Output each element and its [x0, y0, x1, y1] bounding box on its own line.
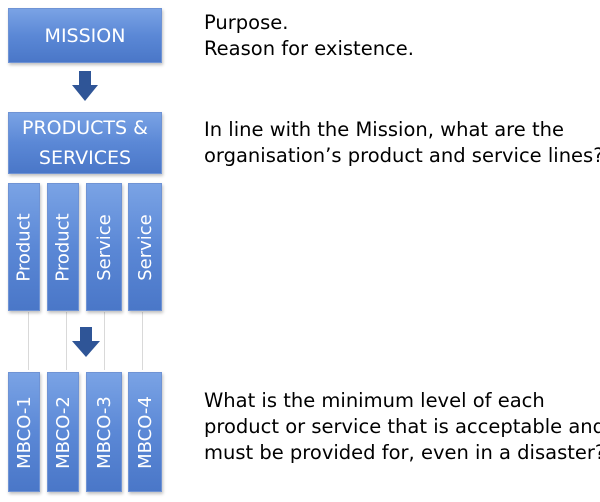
connector-line-1	[28, 312, 29, 370]
line-label-3: Service	[93, 213, 115, 281]
products-services-label-line1: PRODUCTS &	[22, 117, 148, 139]
line-label-4: Service	[134, 213, 156, 281]
products-services-label-line2: SERVICES	[38, 147, 132, 169]
down-arrow-icon	[72, 327, 100, 357]
connector-line-3	[104, 312, 105, 370]
mbco-label-3: MBCO-3	[93, 395, 115, 469]
line-box-3: Service	[86, 183, 122, 311]
mbco-box-3: MBCO-3	[86, 372, 122, 492]
mission-box: MISSION	[8, 8, 162, 63]
mbco-box-1: MBCO-1	[8, 372, 40, 492]
products-services-box: PRODUCTS & SERVICES	[8, 112, 162, 174]
mbco-box-2: MBCO-2	[47, 372, 79, 492]
mbco-box-4: MBCO-4	[128, 372, 162, 492]
mission-label: MISSION	[44, 24, 126, 47]
line-label-2: Product	[52, 212, 74, 282]
line-box-2: Product	[47, 183, 79, 311]
connector-line-4	[142, 312, 143, 370]
connector-line-2	[66, 312, 67, 370]
line-box-4: Service	[128, 183, 162, 311]
mbco-description: What is the minimum level of each produc…	[204, 388, 600, 466]
mbco-desc-line3: must be provided for, even in a disaster…	[204, 441, 600, 464]
down-arrow-icon	[72, 71, 98, 101]
mission-description: Purpose. Reason for existence.	[204, 10, 414, 62]
mbco-label-1: MBCO-1	[13, 395, 35, 469]
mbco-label-2: MBCO-2	[52, 395, 74, 469]
mbco-desc-line2: product or service that is acceptable an…	[204, 415, 600, 438]
products-services-description: In line with the Mission, what are the o…	[204, 117, 600, 169]
mission-desc-line1: Purpose.	[204, 11, 289, 34]
line-box-1: Product	[8, 183, 40, 311]
mbco-label-4: MBCO-4	[134, 395, 156, 469]
line-label-1: Product	[13, 212, 35, 282]
products-services-desc-line1: In line with the Mission, what are the	[204, 118, 564, 141]
mbco-desc-line1: What is the minimum level of each	[204, 389, 545, 412]
mission-desc-line2: Reason for existence.	[204, 37, 414, 60]
products-services-desc-line2: organisation’s product and service lines…	[204, 144, 600, 167]
